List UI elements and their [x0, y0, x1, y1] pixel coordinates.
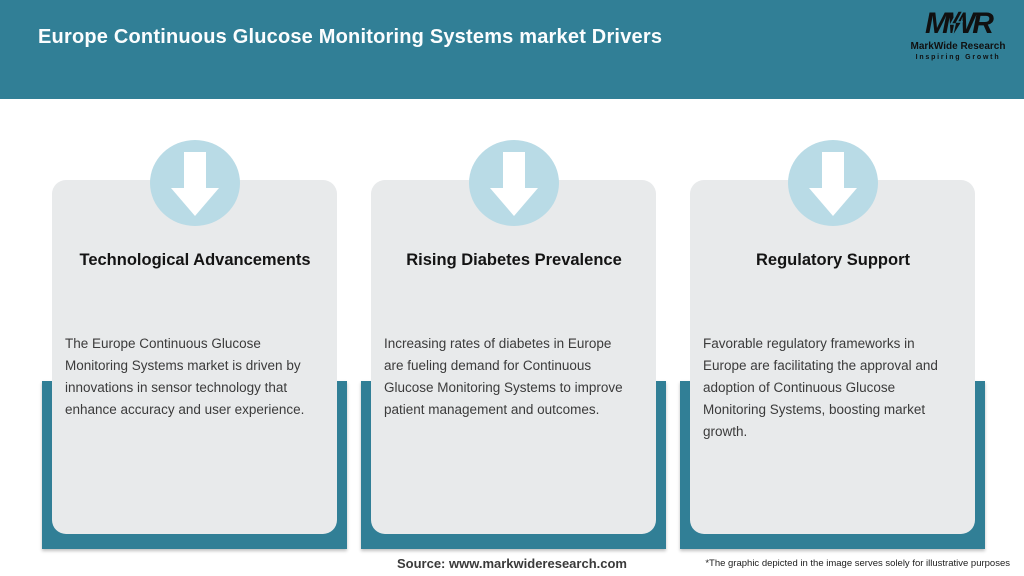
down-arrow-icon	[170, 152, 219, 216]
driver-card-rising-diabetes-prevalence: Rising Diabetes Prevalence Increasing ra…	[361, 140, 666, 550]
down-arrow-icon	[489, 152, 538, 216]
driver-card-technological-advancements: Technological Advancements The Europe Co…	[42, 140, 347, 550]
card-title: Regulatory Support	[755, 251, 910, 269]
down-arrow-icon	[808, 152, 857, 216]
arrow-badge	[787, 140, 878, 226]
arrow-badge	[149, 140, 240, 226]
card-body-text: The Europe Continuous Glucose Monitoring…	[65, 336, 305, 417]
logo-monogram: MWR	[925, 8, 994, 40]
card-panel: Rising Diabetes Prevalence Increasing ra…	[371, 180, 656, 534]
source-text: Source: www.markwideresearch.com	[396, 556, 627, 571]
driver-card-regulatory-support: Regulatory Support Favorable regulatory …	[680, 140, 985, 550]
card-body-text: Favorable regulatory frameworks in Europ…	[703, 336, 938, 439]
lightning-bolt-icon	[949, 11, 963, 38]
header-banner: Europe Continuous Glucose Monitoring Sys…	[0, 0, 1024, 99]
card-panel: Technological Advancements The Europe Co…	[52, 180, 337, 534]
logo-name: MarkWide Research	[910, 41, 1006, 52]
card-title: Technological Advancements	[79, 251, 311, 269]
card-title: Rising Diabetes Prevalence	[406, 251, 622, 269]
card-body-text: Increasing rates of diabetes in Europe a…	[384, 336, 623, 417]
markwide-research-logo: MWR MarkWide Research Inspiring Growth	[908, 8, 1008, 62]
page-title: Europe Continuous Glucose Monitoring Sys…	[38, 26, 663, 48]
drivers-card-row: Technological Advancements The Europe Co…	[42, 140, 985, 550]
card-panel: Regulatory Support Favorable regulatory …	[690, 180, 975, 534]
disclaimer-text: *The graphic depicted in the image serve…	[705, 558, 1010, 569]
logo-tagline: Inspiring Growth	[915, 54, 1001, 61]
arrow-badge	[468, 140, 559, 226]
